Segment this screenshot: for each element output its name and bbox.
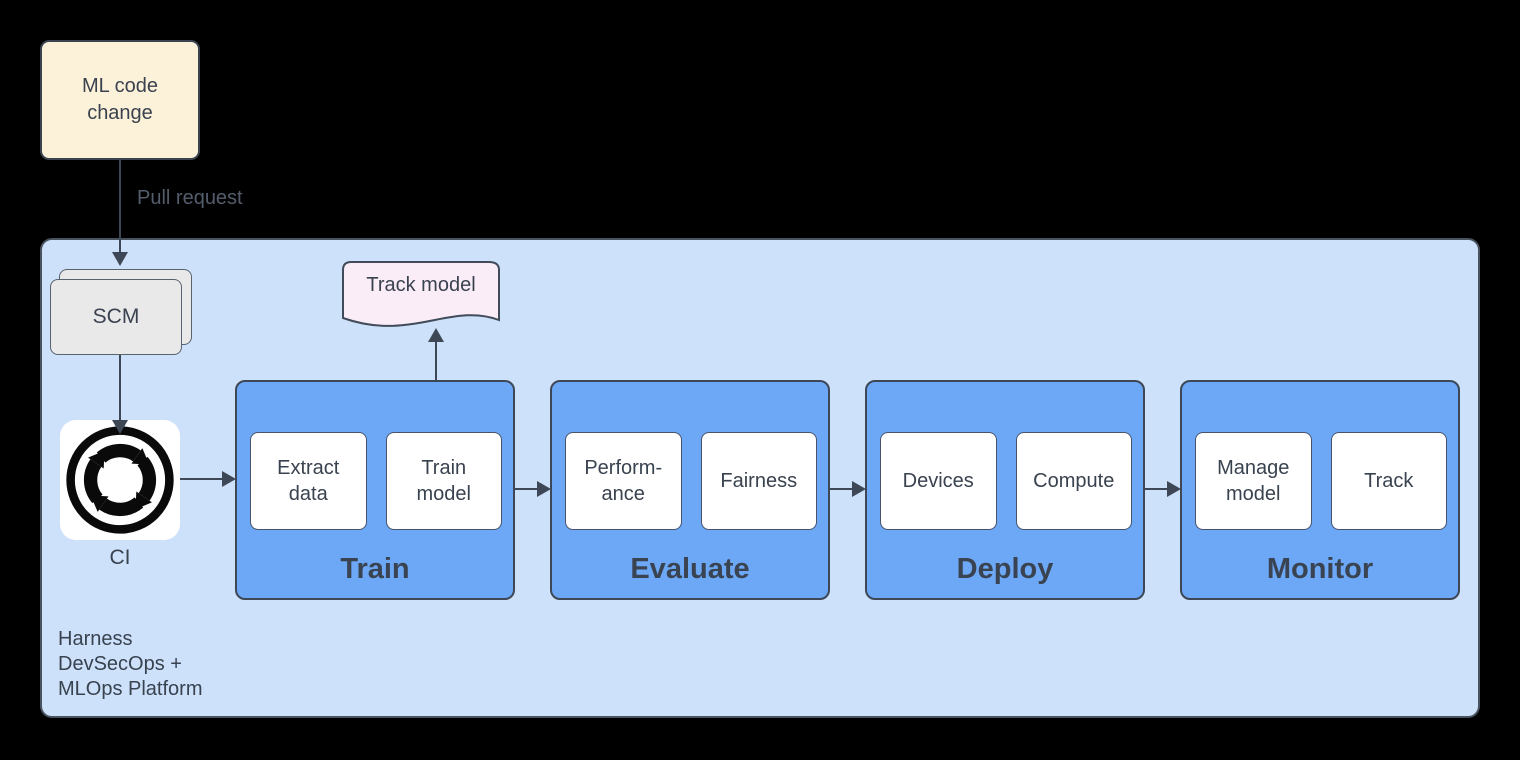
arrow-train-to-track-line bbox=[435, 342, 437, 380]
step-fairness: Fairness bbox=[700, 432, 817, 530]
arrow-ci-to-train-line bbox=[180, 478, 223, 480]
cycle-arrows-icon bbox=[66, 426, 174, 534]
arrow-evaluate-to-deploy-head bbox=[852, 481, 866, 497]
arrow-pull-request-line bbox=[119, 160, 121, 254]
stage-evaluate-label: Evaluate bbox=[630, 553, 750, 585]
document-shape bbox=[342, 261, 500, 327]
arrow-train-to-evaluate-line bbox=[515, 488, 538, 490]
arrow-evaluate-to-deploy-line bbox=[830, 488, 853, 490]
arrow-scm-to-ci-line bbox=[119, 355, 121, 421]
step-train-model: Train model bbox=[385, 432, 502, 530]
arrow-train-to-evaluate-head bbox=[537, 481, 551, 497]
step-compute: Compute bbox=[1015, 432, 1132, 530]
arrow-scm-to-ci-head bbox=[112, 420, 128, 434]
node-scm: SCM bbox=[50, 279, 182, 355]
step-performance: Perform- ance bbox=[565, 432, 682, 530]
step-extract-data: Extract data bbox=[250, 432, 367, 530]
stage-monitor-steps: Manage model Track bbox=[1195, 432, 1447, 530]
stage-deploy-label: Deploy bbox=[956, 553, 1054, 585]
step-devices: Devices bbox=[880, 432, 997, 530]
stage-evaluate: Perform- ance Fairness Evaluate bbox=[550, 380, 830, 600]
node-ml-code-change: ML code change bbox=[40, 40, 200, 160]
step-manage-model: Manage model bbox=[1195, 432, 1312, 530]
step-track: Track bbox=[1330, 432, 1447, 530]
arrow-pull-request-head bbox=[112, 252, 128, 266]
arrow-deploy-to-monitor-line bbox=[1145, 488, 1168, 490]
stage-evaluate-steps: Perform- ance Fairness bbox=[565, 432, 817, 530]
arrow-deploy-to-monitor-head bbox=[1167, 481, 1181, 497]
stage-deploy: Devices Compute Deploy bbox=[865, 380, 1145, 600]
arrow-ci-to-train-head bbox=[222, 471, 236, 487]
node-track-model: Track model bbox=[341, 260, 501, 338]
stage-deploy-steps: Devices Compute bbox=[880, 432, 1132, 530]
arrow-train-to-track-head bbox=[428, 328, 444, 342]
stage-train-steps: Extract data Train model bbox=[250, 432, 502, 530]
stage-monitor: Manage model Track Monitor bbox=[1180, 380, 1460, 600]
pull-request-label: Pull request bbox=[137, 187, 243, 209]
track-model-label: Track model bbox=[366, 274, 476, 296]
stage-train-label: Train bbox=[340, 553, 410, 585]
platform-caption: Harness DevSecOps + MLOps Platform bbox=[58, 628, 203, 700]
stage-monitor-label: Monitor bbox=[1266, 553, 1374, 585]
stage-train: Extract data Train model Train bbox=[235, 380, 515, 600]
node-ci bbox=[60, 420, 180, 540]
ci-label: CI bbox=[109, 546, 131, 569]
